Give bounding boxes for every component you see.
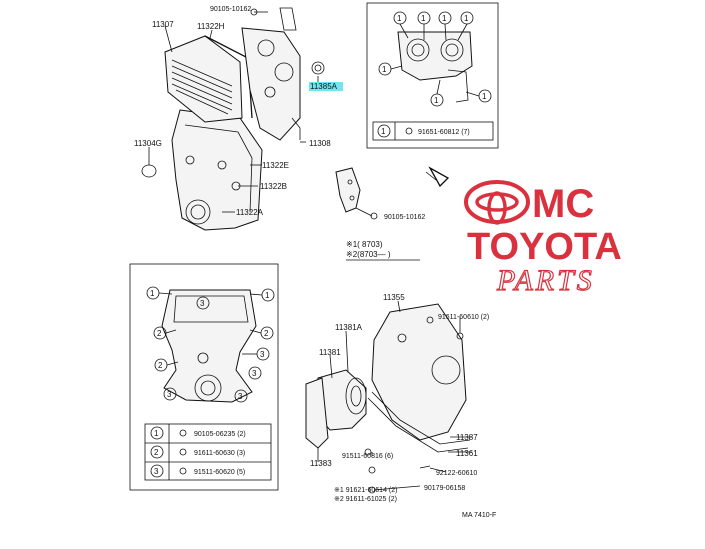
legend-part-c: 91511-60620 (5)	[194, 469, 245, 476]
label-11308: 11308	[309, 139, 331, 148]
ll-callout-3-e: 3	[238, 392, 243, 401]
watermark-mc: MC	[532, 182, 594, 226]
watermark-parts: PARTS	[496, 264, 595, 297]
callout-1-f: 1	[434, 96, 439, 105]
label-90179: 90179-06158	[424, 485, 465, 492]
label-11383: 11383	[310, 459, 332, 468]
callout-1-a: 1	[397, 14, 402, 23]
ll-callout-3-a: 3	[200, 299, 205, 308]
label-11355: 11355	[383, 293, 405, 302]
label-11385a: 11385A	[310, 82, 338, 91]
ll-callout-2-a: 2	[157, 329, 162, 338]
label-91511: 91511-60816 (6)	[342, 453, 393, 460]
callout-1-d: 1	[464, 14, 469, 23]
label-92122: 92122-60610	[436, 470, 477, 477]
highlight-11385a	[309, 82, 343, 91]
callout-1-g: 1	[482, 92, 487, 101]
legend-num-b: 2	[154, 448, 159, 457]
timing-cover-assembly	[141, 7, 325, 231]
ll-callout-3-d: 3	[167, 390, 172, 399]
label-11361: 11361	[456, 449, 478, 458]
label-91611: 91611-60610 (2)	[438, 314, 489, 321]
label-90105-top: 90105-10162	[210, 6, 251, 13]
legend-part-a: 90105-06235 (2)	[194, 431, 246, 438]
rear-plate-assembly	[305, 303, 471, 494]
ll-callout-2-b: 2	[264, 329, 269, 338]
label-11322h: 11322H	[197, 22, 225, 31]
label-11322e: 11322E	[262, 161, 289, 170]
ll-callout-3-b: 3	[260, 350, 265, 359]
callout-1-e: 1	[382, 65, 387, 74]
label-90105-mid: 90105-10162	[384, 214, 425, 221]
leader-lines-bottom	[317, 300, 472, 491]
note-2: ※2(8703— )	[346, 250, 391, 259]
leader-lines-top	[148, 11, 319, 213]
diagram-code: MA 7410-F	[462, 512, 496, 519]
ll-callout-1-a: 1	[150, 289, 155, 298]
label-11304g: 11304G	[134, 139, 162, 148]
ll-callout-3-c: 3	[252, 369, 257, 378]
watermark-toyota: TOYOTA	[467, 226, 622, 268]
ll-callout-2-c: 2	[158, 361, 163, 370]
lower-left-detail-box: 1 1 3 2 2 2 3 3 3 3 1 2 3 90105-06235 (2…	[129, 263, 279, 491]
label-note-part-2: ※2 91611-61025 (2)	[334, 496, 397, 503]
label-11387: 11387	[456, 433, 478, 442]
label-note-part-1: ※1 91621-60614 (2)	[334, 487, 397, 494]
label-11307: 11307	[152, 20, 174, 29]
callout-1-c: 1	[442, 14, 447, 23]
label-11322a: 11322A	[236, 208, 264, 217]
ll-callout-1-b: 1	[265, 291, 270, 300]
legend-part-b: 91611-60630 (3)	[194, 450, 245, 457]
top-right-detail-box: 1 1 1 1 1 1 1 1 91651-60812 (7)	[366, 2, 499, 149]
legend-num-c: 3	[154, 467, 159, 476]
legend-num-1: 1	[381, 127, 386, 136]
callout-1-b: 1	[421, 14, 426, 23]
bracket-and-front-arrow	[335, 166, 450, 220]
legend-part-91651: 91651-60812 (7)	[418, 129, 470, 136]
legend-num-a: 1	[154, 429, 159, 438]
label-11322b: 11322B	[260, 182, 287, 191]
label-11381: 11381	[319, 348, 341, 357]
label-11381a: 11381A	[335, 323, 363, 332]
mc-toyota-parts-watermark: MC TOYOTA PARTS	[464, 180, 622, 298]
note-1: ※1( 8703)	[346, 240, 383, 249]
